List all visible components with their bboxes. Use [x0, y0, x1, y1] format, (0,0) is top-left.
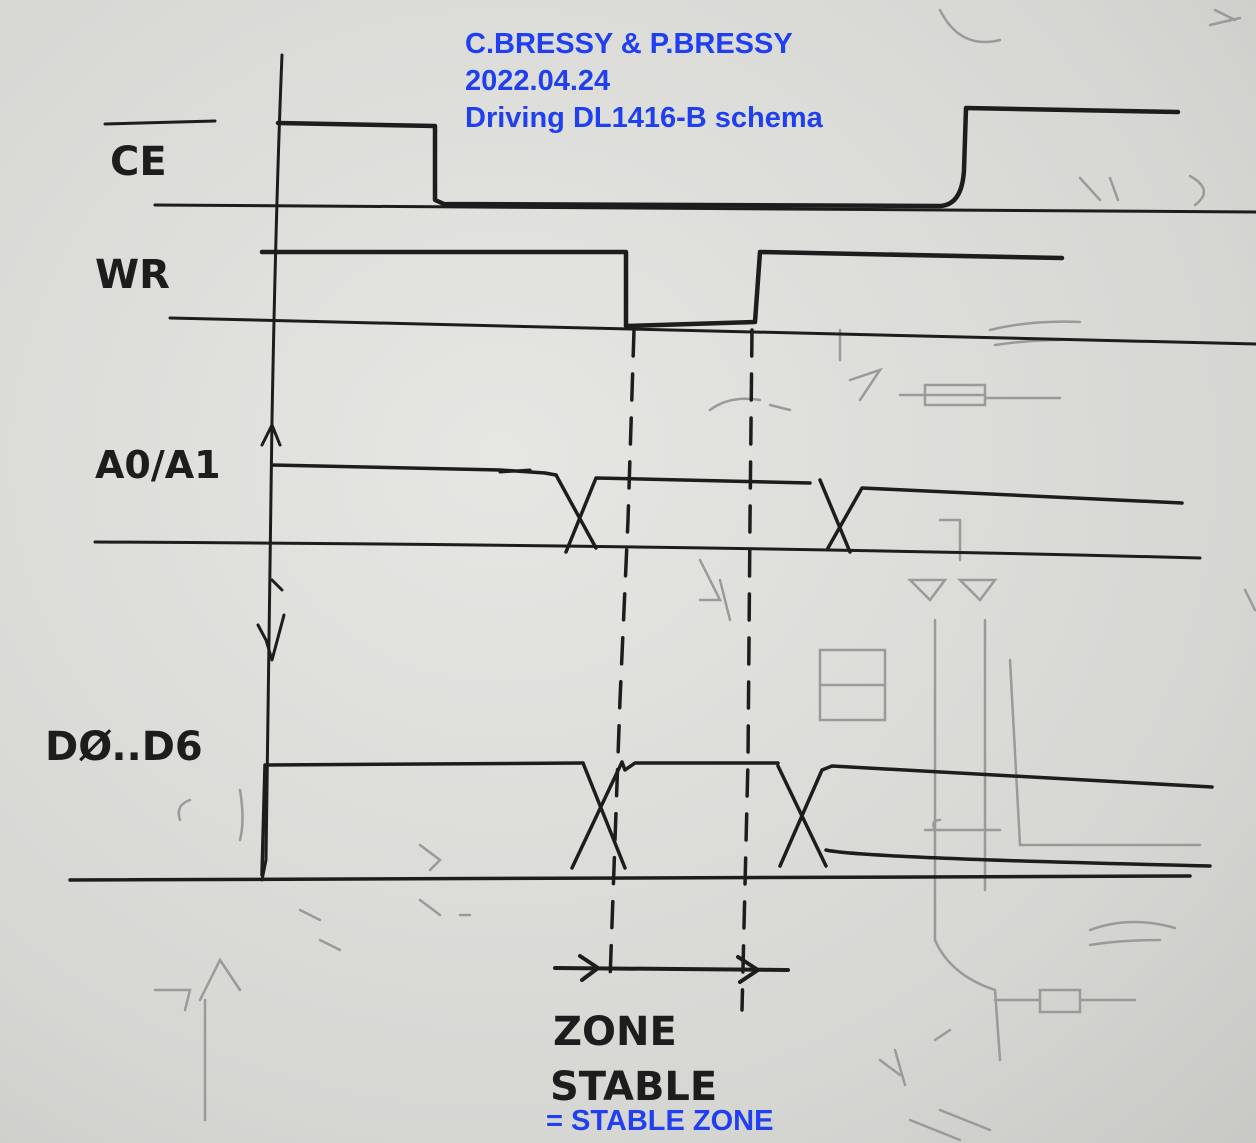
address-waveform — [270, 463, 1184, 554]
stable-zone-translation: = STABLE ZONE — [546, 1105, 774, 1137]
ce-baseline — [153, 203, 1256, 214]
wr-baseline — [168, 316, 1256, 346]
address-baseline — [93, 540, 1202, 560]
zone-label-line1: ZONE — [553, 1009, 677, 1055]
wr-waveform — [259, 249, 1065, 329]
authors-line: C.BRESSY & P.BRESSY — [465, 28, 793, 60]
data-waveform — [260, 760, 1214, 877]
stable-zone-arrows — [553, 954, 790, 984]
title-line: Driving DL1416-B schema — [465, 102, 823, 134]
address-label: A0/A1 — [95, 443, 221, 487]
ce-overbar — [103, 119, 217, 126]
wr-label: WR — [95, 252, 170, 298]
background-doodles — [153, 8, 1256, 1142]
date-line: 2022.04.24 — [465, 65, 611, 97]
header-annotation: C.BRESSY & P.BRESSY 2022.04.24 Driving D… — [465, 26, 823, 137]
ce-waveform — [103, 105, 1181, 209]
ce-label: CE — [110, 139, 167, 185]
timing-guides — [608, 328, 754, 1012]
data-baseline — [68, 874, 1192, 882]
zone-label-line2: STABLE — [550, 1064, 717, 1110]
time-axis — [256, 53, 286, 882]
data-label: DØ..D6 — [45, 724, 203, 770]
